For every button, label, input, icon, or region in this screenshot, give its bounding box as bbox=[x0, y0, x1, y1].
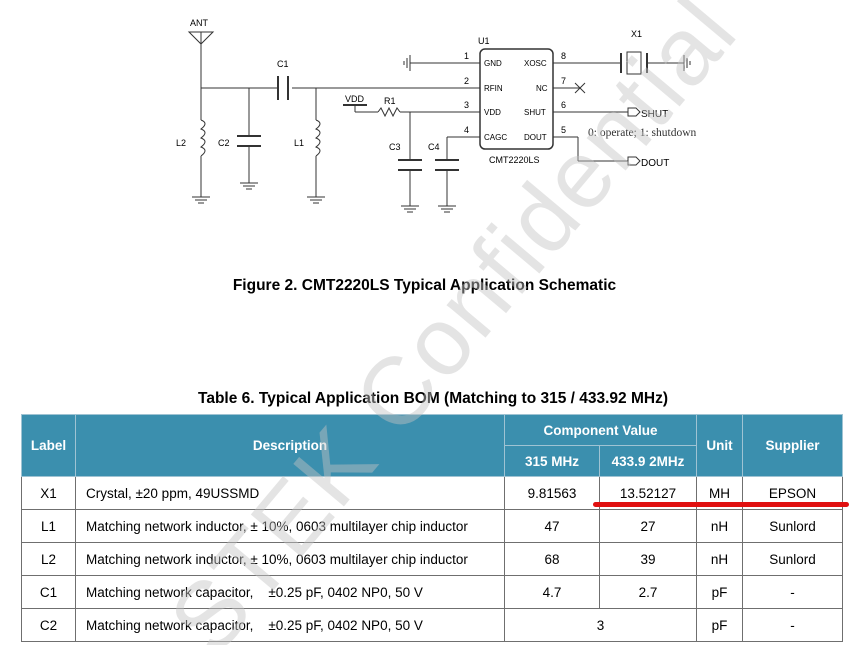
ic-body bbox=[479, 48, 554, 150]
r1-label: R1 bbox=[384, 96, 396, 106]
shutdown-note: 0: operate; 1: shutdown bbox=[588, 127, 697, 139]
cell-description: Matching network inductor, ± 10%, 0603 m… bbox=[75, 509, 505, 543]
table-row: C2 Matching network capacitor, ±0.25 pF,… bbox=[21, 608, 843, 642]
pin-xosc-name: XOSC bbox=[524, 59, 547, 68]
cell-supplier: - bbox=[742, 608, 843, 642]
pin-dout-name: DOUT bbox=[524, 133, 547, 142]
pin-6-num: 6 bbox=[561, 100, 566, 110]
cell-label: C2 bbox=[21, 608, 76, 642]
pin-gnd-name: GND bbox=[484, 59, 502, 68]
shut-port-label: SHUT bbox=[641, 109, 668, 120]
cell-unit: nH bbox=[696, 509, 743, 543]
cell-supplier: Sunlord bbox=[742, 542, 843, 576]
header-315mhz: 315 MHz bbox=[504, 445, 600, 477]
cell-description: Matching network capacitor, ±0.25 pF, 04… bbox=[75, 608, 505, 642]
c2-label: C2 bbox=[218, 138, 230, 148]
pin-8-num: 8 bbox=[561, 51, 566, 61]
l2-label: L2 bbox=[176, 138, 186, 148]
dout-port-label: DOUT bbox=[641, 158, 669, 169]
pin-2-num: 2 bbox=[464, 76, 469, 86]
pin-4-num: 4 bbox=[464, 125, 469, 135]
l1-label: L1 bbox=[294, 138, 304, 148]
cell-unit: pF bbox=[696, 575, 743, 609]
cell-315: 4.7 bbox=[504, 575, 600, 609]
cell-315: 9.81563 bbox=[504, 476, 600, 510]
cell-description: Matching network capacitor, ±0.25 pF, 04… bbox=[75, 575, 505, 609]
u1-label: U1 bbox=[478, 36, 490, 46]
pin-1-num: 1 bbox=[464, 51, 469, 61]
cell-supplier: - bbox=[742, 575, 843, 609]
cell-315: 47 bbox=[504, 509, 600, 543]
cell-unit: nH bbox=[696, 542, 743, 576]
cell-433: 2.7 bbox=[599, 575, 697, 609]
cell-description: Crystal, ±20 ppm, 49USSMD bbox=[75, 476, 505, 510]
header-unit: Unit bbox=[696, 414, 743, 477]
cell-supplier: Sunlord bbox=[742, 509, 843, 543]
table-row: C1 Matching network capacitor, ±0.25 pF,… bbox=[21, 575, 843, 609]
c3-label: C3 bbox=[389, 142, 401, 152]
figure-caption: Figure 2. CMT2220LS Typical Application … bbox=[232, 277, 617, 294]
cell-label: X1 bbox=[21, 476, 76, 510]
pin-5-num: 5 bbox=[561, 125, 566, 135]
antenna-label: ANT bbox=[190, 18, 209, 28]
red-highlight-line bbox=[593, 502, 849, 507]
c4-label: C4 bbox=[428, 142, 440, 152]
pin-rfin-name: RFIN bbox=[484, 84, 503, 93]
cell-315: 68 bbox=[504, 542, 600, 576]
pin-3-num: 3 bbox=[464, 100, 469, 110]
pin-shut-name: SHUT bbox=[524, 108, 546, 117]
cell-label: C1 bbox=[21, 575, 76, 609]
pin-nc-name: NC bbox=[536, 84, 548, 93]
cell-label: L2 bbox=[21, 542, 76, 576]
header-component-value: Component Value bbox=[504, 414, 697, 446]
c1-label: C1 bbox=[277, 59, 289, 69]
header-433mhz: 433.9 2MHz bbox=[599, 445, 697, 477]
chip-label: CMT2220LS bbox=[489, 155, 540, 165]
cell-value-both: 3 bbox=[504, 608, 697, 642]
cell-description: Matching network inductor, ± 10%, 0603 m… bbox=[75, 542, 505, 576]
bom-table: Label Description Component Value Unit S… bbox=[21, 414, 843, 642]
cell-label: L1 bbox=[21, 509, 76, 543]
cell-433: 39 bbox=[599, 542, 697, 576]
cell-433: 27 bbox=[599, 509, 697, 543]
header-label: Label bbox=[21, 414, 76, 477]
table-caption: Table 6. Typical Application BOM (Matchi… bbox=[198, 390, 668, 407]
table-row: L1 Matching network inductor, ± 10%, 060… bbox=[21, 509, 843, 543]
pin-cagc-name: CAGC bbox=[484, 133, 507, 142]
x1-label: X1 bbox=[631, 29, 642, 39]
application-schematic: ANT C1 L2 C2 L1 VDD R1 C3 C4 U1 X1 CMT22… bbox=[176, 18, 697, 213]
table-row: L2 Matching network inductor, ± 10%, 060… bbox=[21, 542, 843, 576]
header-supplier: Supplier bbox=[742, 414, 843, 477]
pin-vdd-name: VDD bbox=[484, 108, 501, 117]
cell-unit: pF bbox=[696, 608, 743, 642]
header-description: Description bbox=[75, 414, 505, 477]
vdd-label: VDD bbox=[345, 94, 365, 104]
pin-7-num: 7 bbox=[561, 76, 566, 86]
